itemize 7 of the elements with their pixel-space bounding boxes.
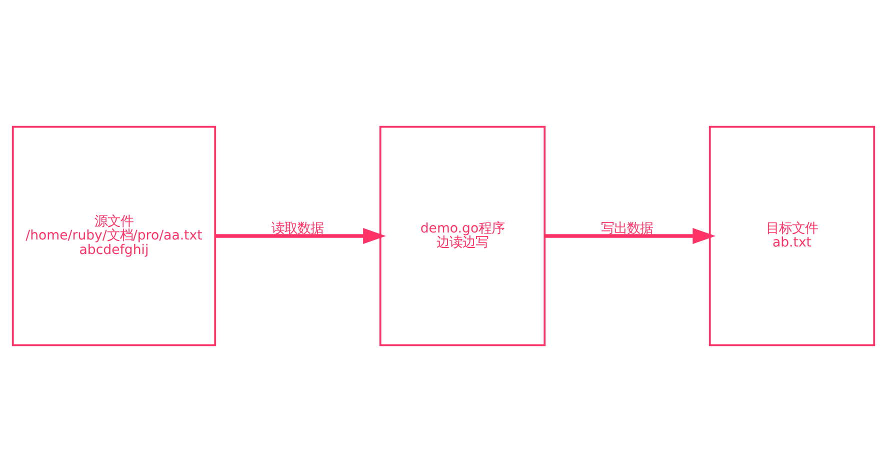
node-box: 目标文件 ab.txt bbox=[708, 126, 876, 346]
edge-label: 写出数据 bbox=[601, 221, 654, 236]
edge-label: 读取数据 bbox=[272, 221, 324, 236]
node-box: demo.go程序 边读边写 bbox=[379, 126, 546, 346]
arrow bbox=[544, 228, 716, 244]
node-box: 源文件 /home/ruby/文档/pro/aa.txt abcdefghij bbox=[12, 126, 216, 346]
arrow bbox=[215, 228, 386, 244]
